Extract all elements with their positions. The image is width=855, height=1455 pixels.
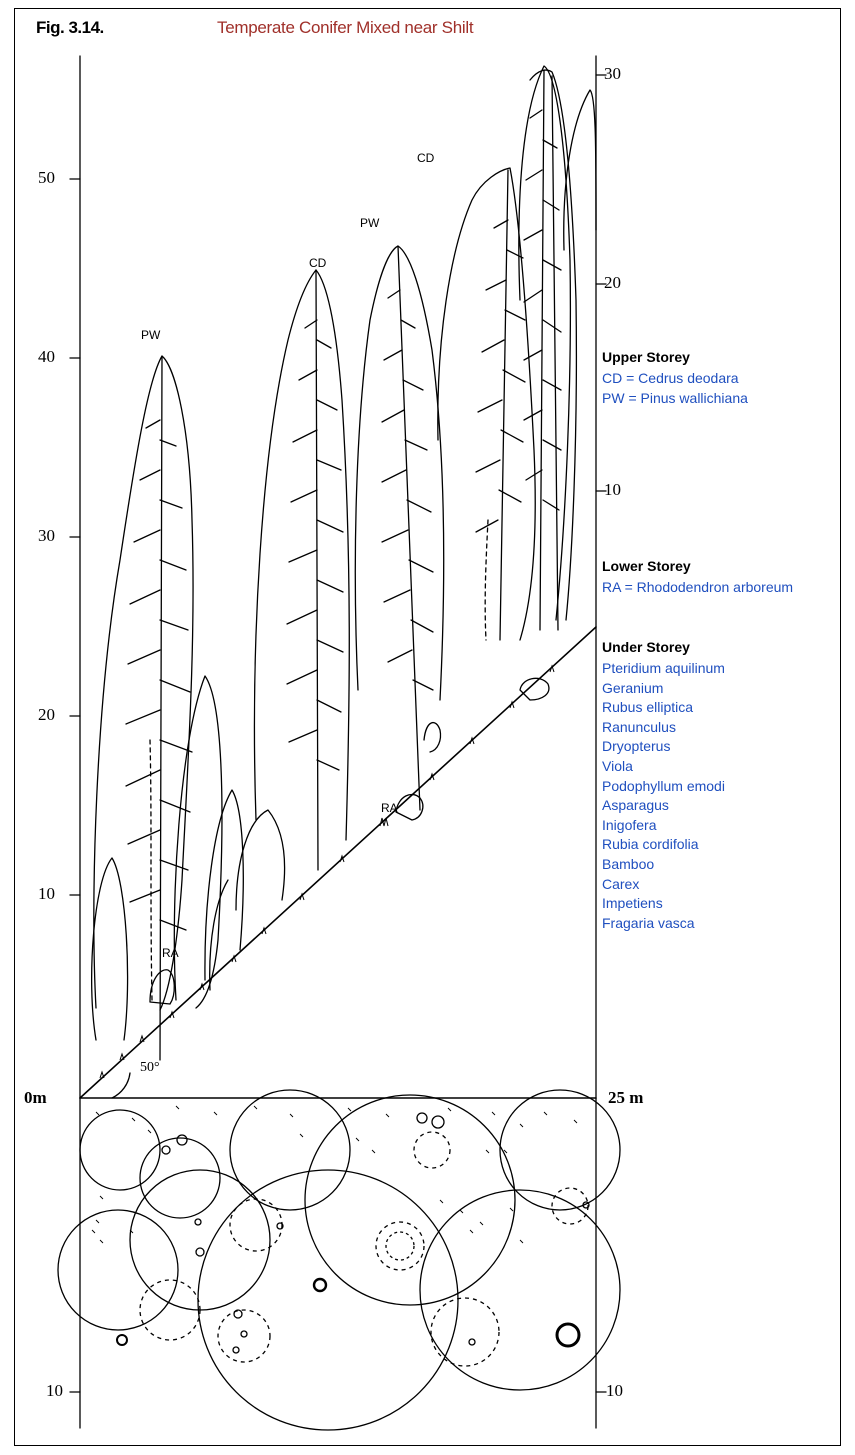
figure-number: Fig. 3.14. bbox=[36, 18, 104, 38]
under-item: Podophyllum emodi bbox=[602, 777, 725, 797]
upper-storey-heading: Upper Storey bbox=[602, 349, 690, 365]
plan-view bbox=[58, 1090, 620, 1430]
upper-item-pw: PW = Pinus wallichiana bbox=[602, 389, 748, 409]
lower-item-ra: RA = Rhododendron arboreum bbox=[602, 578, 793, 598]
under-item: Viola bbox=[602, 757, 725, 777]
figure-title: Temperate Conifer Mixed near Shilt bbox=[217, 18, 473, 38]
end-label: 25 m bbox=[608, 1088, 643, 1108]
under-item: Inigofera bbox=[602, 816, 725, 836]
under-storey-heading: Under Storey bbox=[602, 639, 690, 655]
under-item: Rubus elliptica bbox=[602, 698, 725, 718]
tree-label-ra-1: RA bbox=[381, 801, 398, 815]
under-item: Fragaria vasca bbox=[602, 914, 725, 934]
right-tick-30: 30 bbox=[604, 64, 621, 84]
plan-right-label: 10 bbox=[606, 1381, 623, 1401]
tree-label-cd-1: CD bbox=[309, 256, 326, 270]
right-tick-10: 10 bbox=[604, 480, 621, 500]
under-item: Impetiens bbox=[602, 894, 725, 914]
plan-left-label: 10 bbox=[46, 1381, 63, 1401]
under-storey-list: Pteridium aquilinum Geranium Rubus ellip… bbox=[602, 659, 725, 933]
upper-item-cd: CD = Cedrus deodara bbox=[602, 369, 739, 389]
left-tick-30: 30 bbox=[38, 526, 55, 546]
under-item: Bamboo bbox=[602, 855, 725, 875]
right-tick-20: 20 bbox=[604, 273, 621, 293]
under-item: Dryopterus bbox=[602, 737, 725, 757]
left-tick-20: 20 bbox=[38, 705, 55, 725]
under-item: Rubia cordifolia bbox=[602, 835, 725, 855]
under-item: Ranunculus bbox=[602, 718, 725, 738]
left-tick-40: 40 bbox=[38, 347, 55, 367]
tree-label-pw-1: PW bbox=[141, 328, 160, 342]
left-tick-50: 50 bbox=[38, 168, 55, 188]
tree-label-ra-2: RA bbox=[162, 946, 179, 960]
tree-label-cd-2: CD bbox=[417, 151, 434, 165]
under-item: Carex bbox=[602, 875, 725, 895]
tree-label-pw-2: PW bbox=[360, 216, 379, 230]
under-item: Geranium bbox=[602, 679, 725, 699]
under-item: Pteridium aquilinum bbox=[602, 659, 725, 679]
lower-storey-heading: Lower Storey bbox=[602, 558, 691, 574]
slope-angle-label: 50° bbox=[140, 1060, 160, 1076]
slope-line bbox=[80, 627, 596, 1098]
origin-label: 0m bbox=[24, 1088, 47, 1108]
left-tick-10: 10 bbox=[38, 884, 55, 904]
under-item: Asparagus bbox=[602, 796, 725, 816]
